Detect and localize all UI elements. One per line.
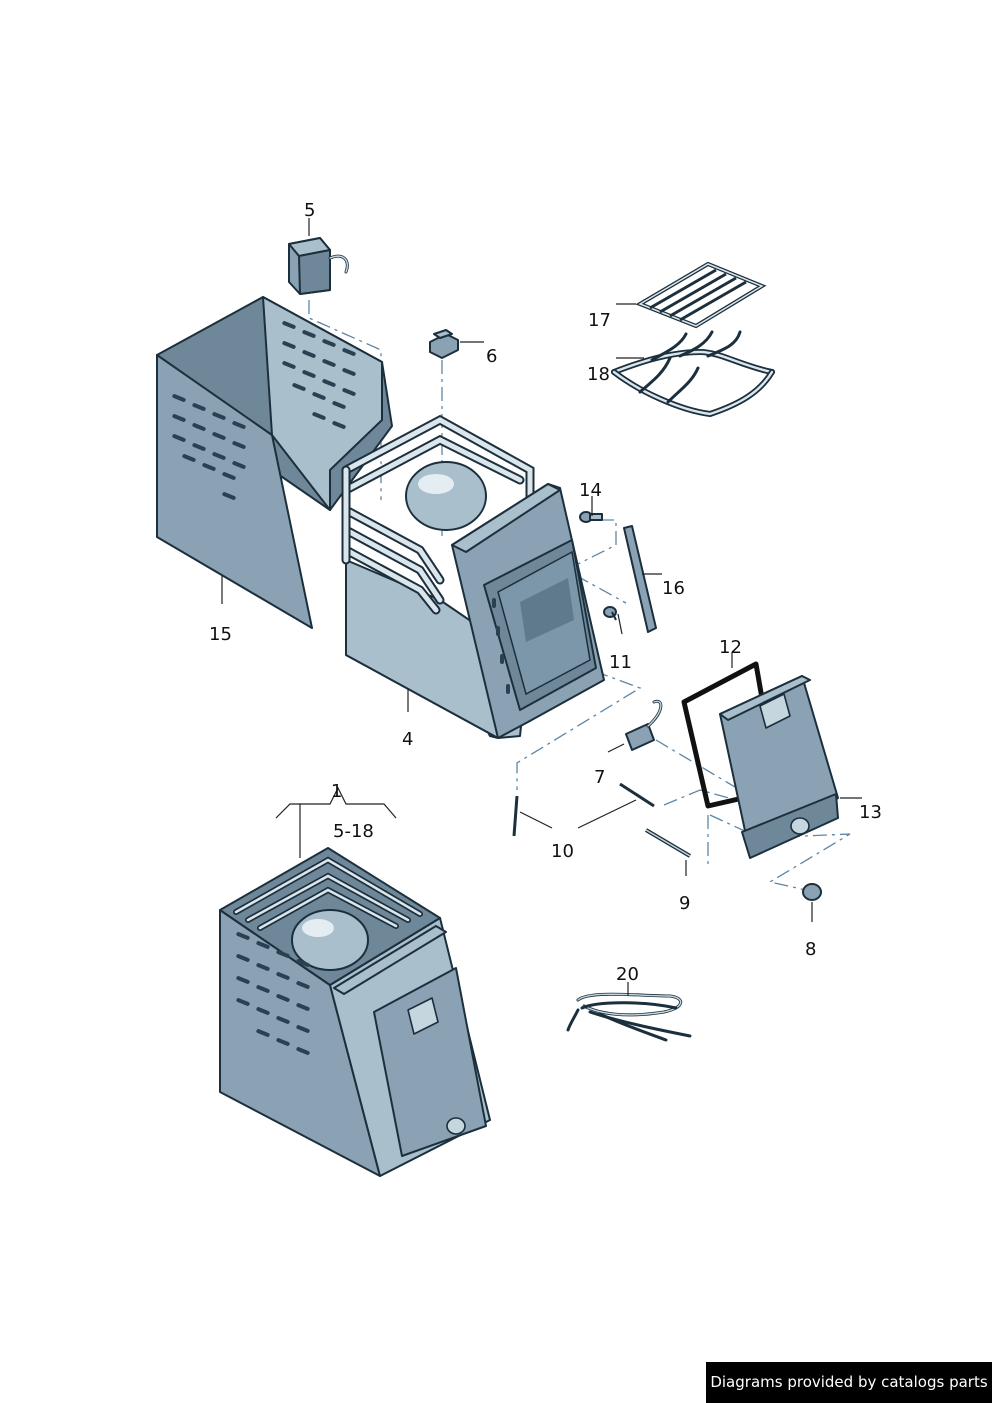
callout-14: 14 (579, 480, 602, 501)
screw-14 (579, 511, 603, 523)
footer-credit: Diagrams provided by catalogs parts (706, 1362, 992, 1403)
top-rack (635, 261, 767, 329)
callout-12: 12 (719, 637, 742, 658)
callout-11: 11 (609, 652, 632, 673)
callout-18: 18 (587, 364, 610, 385)
callout-10: 10 (551, 841, 574, 862)
fridge-door (719, 675, 839, 859)
callout-4: 4 (402, 729, 413, 750)
callout-5: 5 (304, 200, 315, 221)
thermostat-knob (802, 883, 822, 901)
callout-6: 6 (486, 346, 497, 367)
power-cable (566, 992, 692, 1042)
callout-20: 20 (616, 964, 639, 985)
callout-9: 9 (679, 893, 690, 914)
callout-15: 15 (209, 624, 232, 645)
cooling-coil-assembled (233, 856, 423, 931)
retaining-pin-9 (644, 828, 692, 858)
control-module (288, 237, 349, 295)
hinge-strip (623, 525, 657, 633)
retaining-pins-10 (512, 782, 655, 837)
vent-slots-15 (172, 321, 356, 500)
screw-11 (603, 606, 617, 621)
door-switch (625, 699, 663, 751)
callout-1-range: 5-18 (333, 821, 374, 842)
fridge-housing (341, 414, 605, 739)
thermostat-switch (429, 329, 459, 359)
wire-rack (611, 330, 775, 418)
leader-lines (221, 218, 862, 996)
callout-17: 17 (588, 310, 611, 331)
callout-8: 8 (805, 939, 816, 960)
complete-fridge-assembly (219, 847, 491, 1177)
callout-13: 13 (859, 802, 882, 823)
callout-labels: 5 6 15 4 14 16 11 17 18 12 13 7 10 9 8 2… (209, 200, 882, 985)
callout-16: 16 (662, 578, 685, 599)
vent-slots-1 (236, 932, 310, 1055)
cooling-coil (341, 414, 535, 615)
callout-1: 1 (331, 781, 342, 802)
side-cover-panel (156, 296, 393, 629)
callout-7: 7 (594, 767, 605, 788)
